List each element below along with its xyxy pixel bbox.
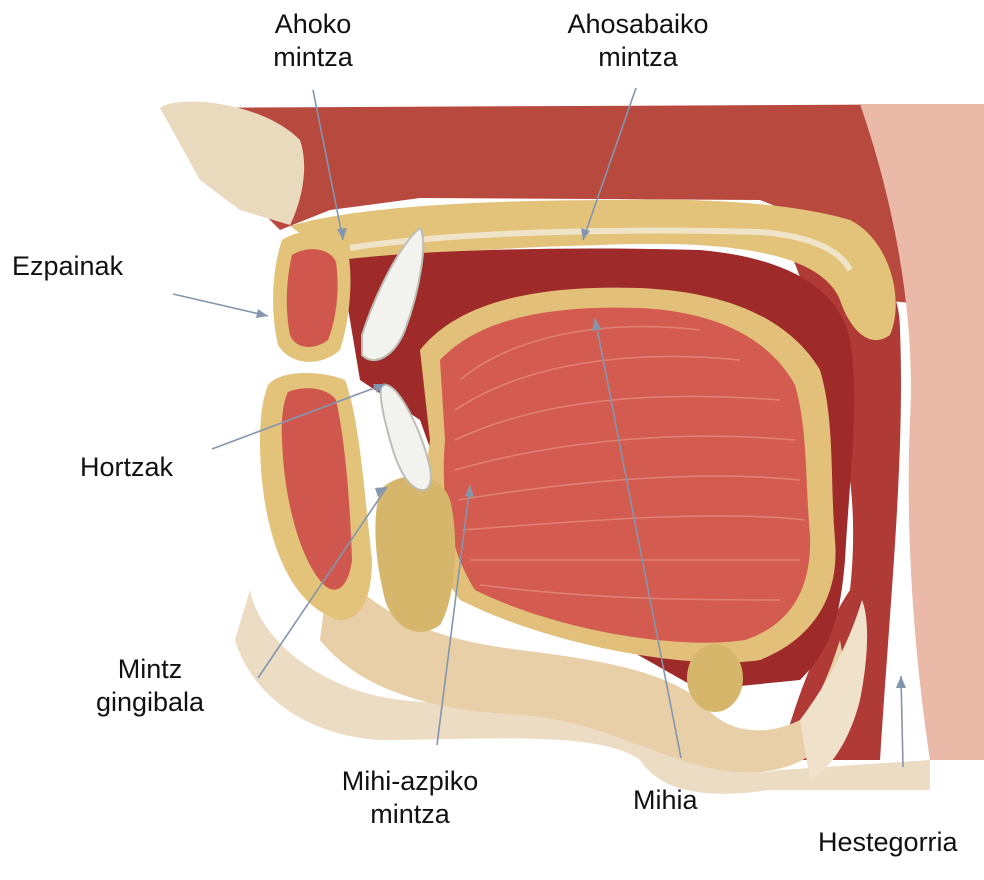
label-mintz-gingibala: Mintz gingibala [80, 653, 220, 719]
label-hestegorria-text: Hestegorria [818, 826, 958, 859]
label-gingibala-line2: gingibala [80, 686, 220, 719]
label-ahoko-line2: mintza [238, 41, 388, 74]
label-hortzak: Hortzak [80, 451, 173, 484]
label-ahoko-mintza: Ahoko mintza [238, 8, 388, 74]
arrowhead-hestegorria [896, 676, 906, 688]
label-mihi-azpiko-line2: mintza [320, 798, 500, 831]
upper-lip-muscle [287, 249, 338, 347]
label-mihia-text: Mihia [633, 784, 698, 817]
label-hestegorria: Hestegorria [818, 826, 958, 859]
label-hortzak-text: Hortzak [80, 451, 173, 484]
label-ahosabaiko-line1: Ahosabaiko [548, 8, 728, 41]
label-ahosabaiko-mintza: Ahosabaiko mintza [548, 8, 728, 74]
label-mihi-azpiko-line1: Mihi-azpiko [320, 765, 500, 798]
label-mihia: Mihia [633, 784, 698, 817]
label-ahosabaiko-line2: mintza [548, 41, 728, 74]
mandible [375, 476, 455, 632]
hyoid-bone [687, 644, 743, 712]
label-ahoko-line1: Ahoko [238, 8, 388, 41]
label-gingibala-line1: Mintz [80, 653, 220, 686]
label-mihi-azpiko-mintza: Mihi-azpiko mintza [320, 765, 500, 831]
arrowhead-ezpainak [256, 309, 268, 318]
label-ezpainak: Ezpainak [12, 250, 123, 283]
label-ezpainak-text: Ezpainak [12, 250, 123, 283]
leader-hestegorria [901, 676, 903, 767]
leader-ezpainak [173, 294, 268, 316]
